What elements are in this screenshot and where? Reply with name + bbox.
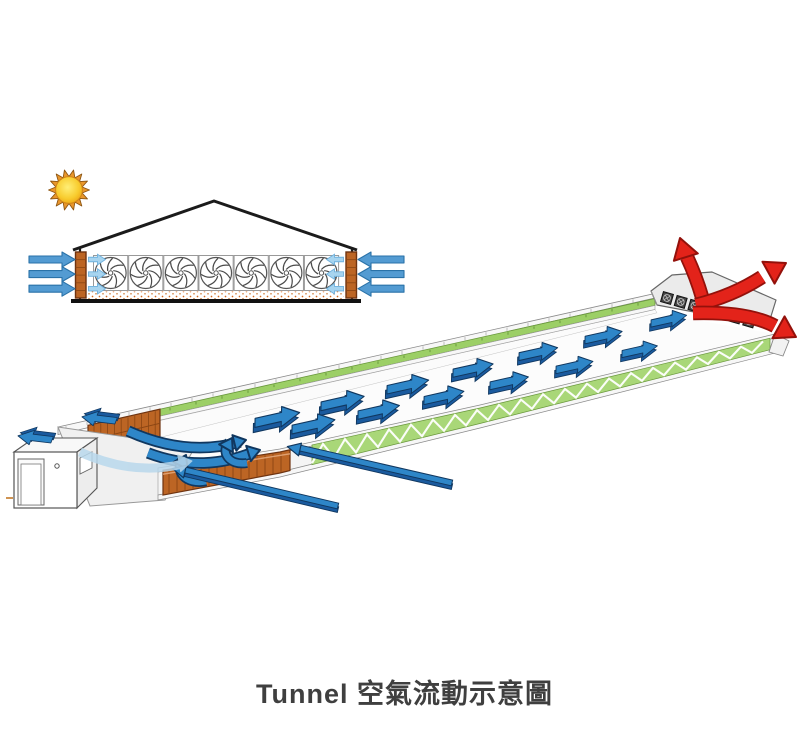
cooling-pad-right (345, 251, 358, 299)
inner-inflow-arrow-icon (325, 268, 344, 281)
cross-section-diagram (28, 199, 405, 303)
inner-inflow-arrow-icon (325, 282, 344, 295)
inflow-arrow-icon (28, 280, 76, 297)
airflow-arrow-icon (488, 371, 529, 395)
airflow-arrow-icon (517, 341, 559, 366)
near-wall-end-cap (768, 333, 790, 357)
entry-soft-arrow-icon (78, 447, 193, 473)
airflow-arrow-icon (289, 413, 336, 440)
exhaust-arrow-icon (692, 305, 797, 340)
tunnel-3d-diagram (6, 237, 797, 513)
inflow-arrow-icon (357, 280, 405, 297)
entry-room (12, 436, 99, 510)
exhaust-arrow-icon (672, 237, 709, 300)
exhaust-arrow-icon (694, 260, 787, 313)
fan-icon (128, 255, 164, 291)
inflow-arrow-icon (357, 266, 405, 283)
fan-icon (163, 255, 199, 291)
exhaust-fan-icon (673, 294, 688, 309)
inflow-arrow-icon (28, 251, 76, 268)
cross-section-arrows (28, 251, 405, 297)
airflow-arrow-icon (355, 399, 400, 425)
inner-inflow-arrow-icon (88, 268, 107, 281)
inlet-rod-arrow-icon (286, 442, 454, 490)
inner-inflow-arrow-icon (88, 253, 107, 266)
outside-inlet-arrow-icon (17, 426, 57, 446)
fan-icon (198, 255, 234, 291)
fan-icon (92, 255, 129, 291)
litter-floor-strip (88, 291, 344, 300)
airflow-arrow-icon (620, 340, 658, 363)
inflow-arrow-icon (28, 266, 76, 283)
inflow-arrow-icon (357, 251, 405, 268)
cross-section-roof (72, 199, 358, 252)
diagram-title: Tunnel 空氣流動示意圖 (256, 679, 553, 709)
airflow-arrow-icon (450, 357, 494, 383)
airflow-arrow-icon (554, 355, 594, 379)
fan-row (92, 255, 340, 291)
fan-icon (268, 255, 304, 291)
airflow-arrow-icon (384, 373, 430, 400)
curved-inflow-arrow-icon (145, 444, 261, 469)
sun-icon (48, 169, 90, 211)
airflow-arrow-icon (649, 309, 688, 332)
airflow-arrow-icon (252, 405, 301, 434)
cooling-pad-left (74, 251, 87, 299)
inner-inflow-arrow-icon (88, 282, 107, 295)
airflow-arrow-icon (318, 389, 365, 417)
outside-inlet-arrow-icon (81, 407, 121, 427)
exhaust-fan-icon (659, 290, 675, 306)
fan-icon (233, 255, 269, 291)
airflow-arrow-icon (583, 325, 623, 349)
far-side-wall (57, 292, 658, 457)
curved-inflow-arrow-icon (218, 437, 248, 469)
airflow-arrow-icon (421, 385, 465, 410)
inner-inflow-arrow-icon (325, 253, 344, 266)
